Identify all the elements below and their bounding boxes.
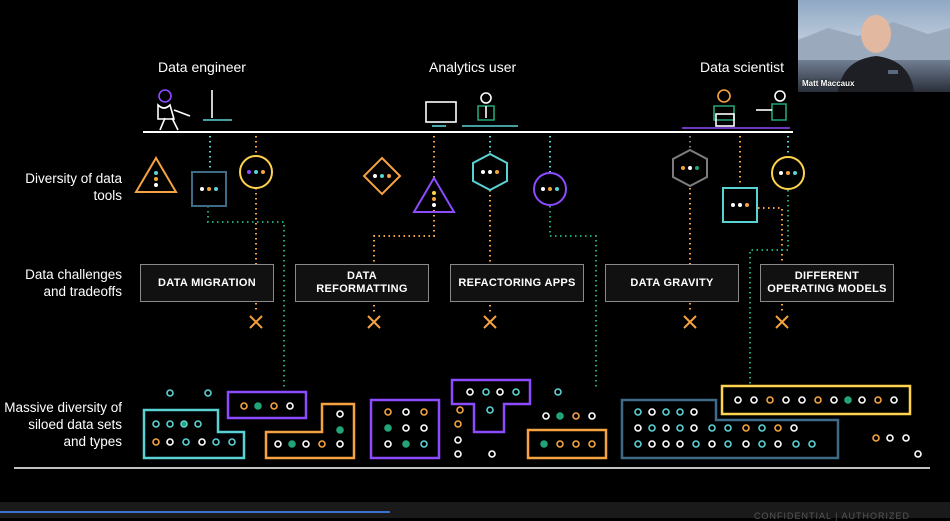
player-bar[interactable] (0, 502, 950, 518)
progress-bar[interactable] (0, 511, 390, 513)
dataset-orange-mid (526, 428, 608, 460)
challenge-data-reformatting: DATA REFORMATTING (295, 264, 429, 302)
presenter-name: Matt Maccaux (802, 79, 855, 88)
row-label-tools: Diversity of data tools (25, 171, 122, 203)
cross-icon (249, 315, 263, 329)
cross-icon (775, 315, 789, 329)
challenge-data-migration: DATA MIGRATION (140, 264, 274, 302)
dataset-purple-left (226, 390, 308, 420)
purple-circle-icon (533, 172, 567, 206)
dataset-slate-right (620, 398, 840, 460)
yellow-circle-icon (771, 156, 805, 190)
orange-triangle-icon (134, 156, 178, 193)
connectors (207, 136, 789, 390)
dataset-teal-left (142, 408, 246, 460)
slate-square-icon (191, 171, 227, 207)
grey-hexagon-icon (672, 148, 708, 188)
cross-icon (683, 315, 697, 329)
yellow-circle-icon (239, 155, 273, 189)
dataset-orange-left (264, 402, 356, 460)
data-engineer-icon (157, 89, 232, 131)
purple-triangle-icon (412, 176, 456, 213)
challenge-data-gravity: DATA GRAVITY (605, 264, 739, 302)
cross-icons (249, 315, 789, 329)
dataset-yellow-right (720, 384, 912, 416)
teal-square-icon (722, 187, 758, 223)
row-label-challenges: Data challenges and tradeoffs (25, 267, 122, 299)
row-label-datasets: Massive diversity of siloed data sets an… (4, 400, 122, 449)
data-dots (152, 388, 922, 458)
dataset-shapes (142, 378, 912, 460)
orange-diamond-icon (362, 156, 402, 196)
data-scientist-icon (682, 89, 790, 129)
dataset-purple-mid (369, 398, 441, 460)
footer-text: CONFIDENTIAL | AUTHORIZED (753, 511, 910, 521)
persona-data-scientist: Data scientist (700, 59, 785, 75)
presenter-video[interactable]: Matt Maccaux (798, 0, 950, 92)
persona-data-engineer: Data engineer (158, 59, 246, 75)
challenge-different-operating-models: DIFFERENT OPERATING MODELS (760, 264, 894, 302)
persona-analytics-user: Analytics user (429, 59, 517, 75)
challenge-refactoring-apps: REFACTORING APPS (450, 264, 584, 302)
dataset-purple-t (450, 378, 532, 434)
teal-hexagon-icon (472, 152, 508, 192)
cross-icon (483, 315, 497, 329)
cross-icon (367, 315, 381, 329)
presenter-image (798, 15, 950, 92)
analytics-user-icon (425, 92, 518, 127)
